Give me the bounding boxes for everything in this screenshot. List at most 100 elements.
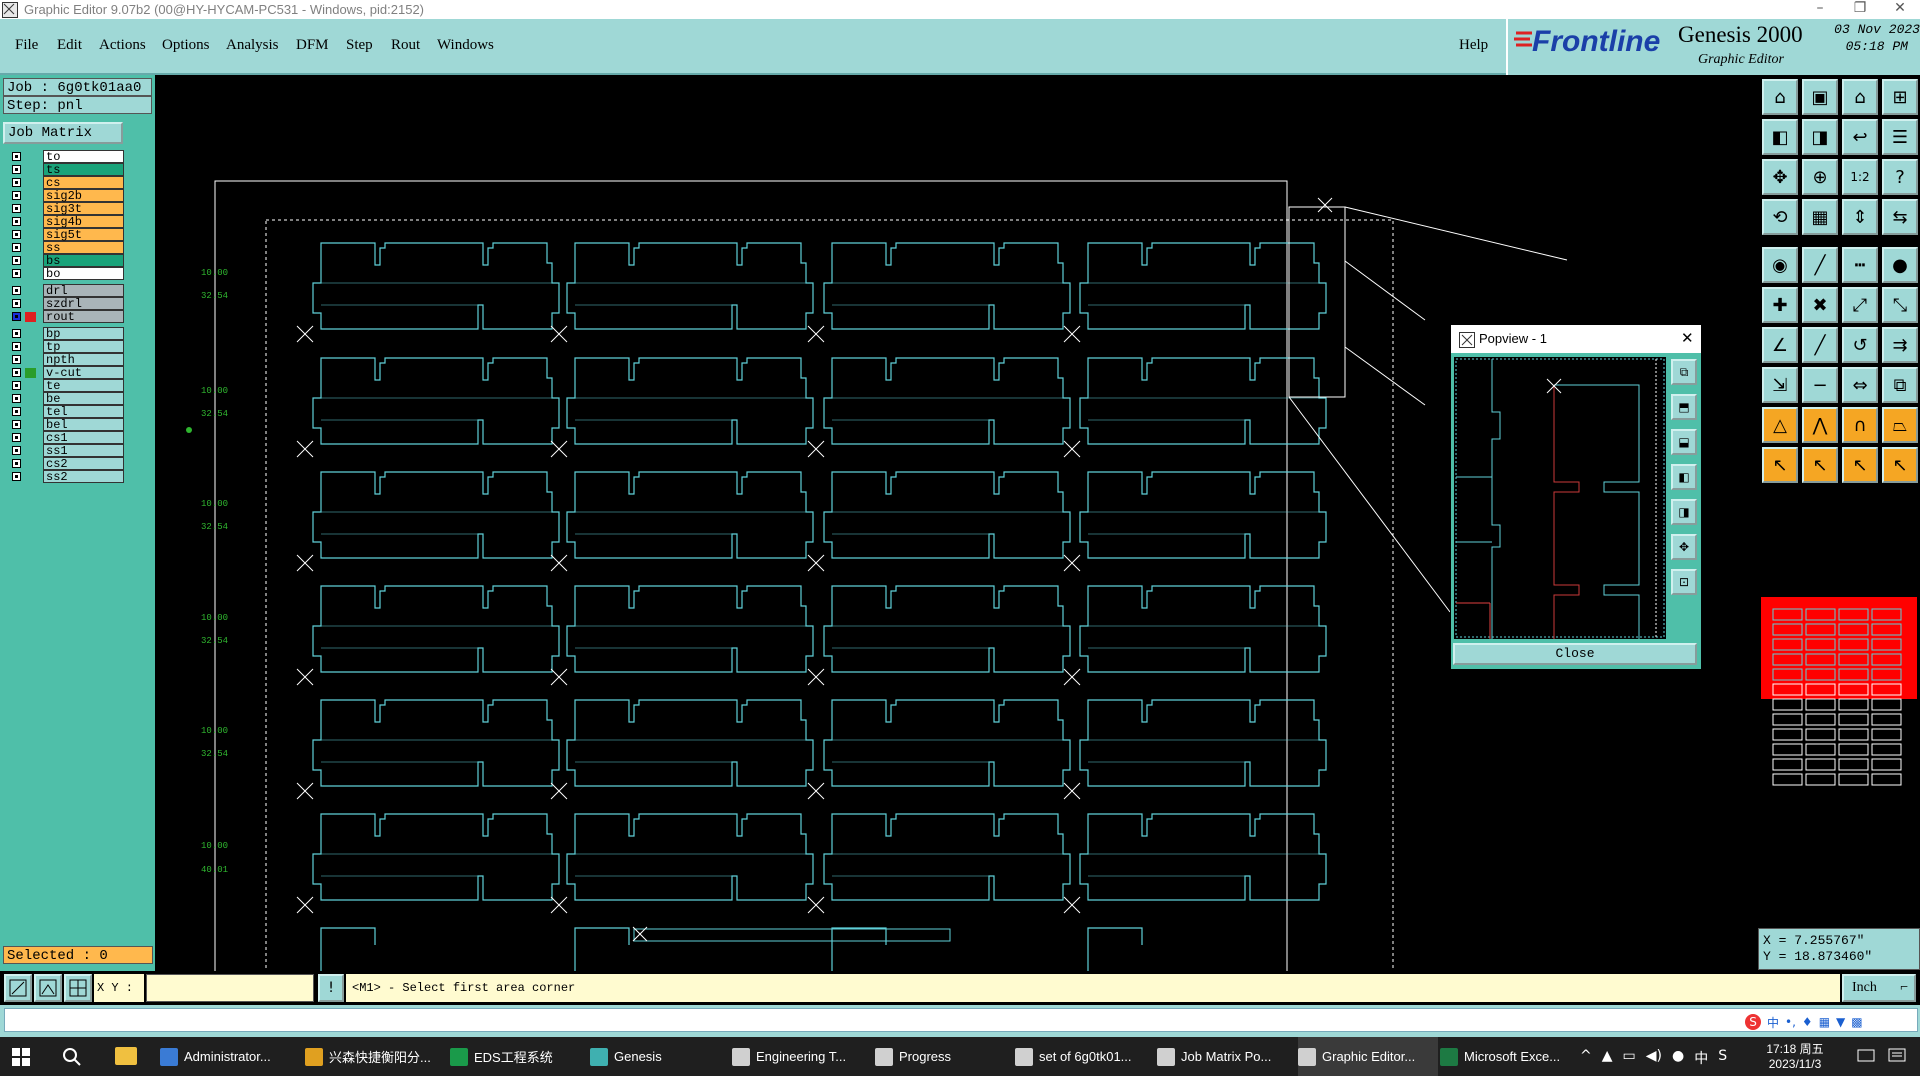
layer-checkbox[interactable] <box>12 217 21 226</box>
layer-name[interactable]: szdrl <box>43 297 124 311</box>
layer-checkbox[interactable] <box>12 243 21 252</box>
measure-icon[interactable]: ⇕ <box>1842 199 1878 235</box>
layer-row-szdrl[interactable]: szdrl <box>3 297 124 311</box>
minus-icon[interactable]: − <box>1802 367 1838 403</box>
layer-checkbox[interactable] <box>12 230 21 239</box>
menu-windows[interactable]: Windows <box>437 37 494 53</box>
layer-name[interactable]: sig5t <box>43 228 124 242</box>
layer-name[interactable]: cs <box>43 176 124 190</box>
taskbar-app[interactable]: Genesis <box>590 1037 730 1076</box>
menu-dfm[interactable]: DFM <box>296 37 329 53</box>
join-icon[interactable]: ⤡ <box>1882 287 1918 323</box>
layer-checkbox[interactable] <box>12 152 21 161</box>
layout-icon[interactable]: ☰ <box>1882 119 1918 155</box>
pad-icon[interactable]: ◉ <box>1762 247 1798 283</box>
layer-row-cs[interactable]: cs <box>3 176 124 190</box>
tray-network-icon[interactable]: ▭ <box>1622 1048 1636 1064</box>
menu-step[interactable]: Step <box>346 37 373 53</box>
grid-mode-icon[interactable] <box>64 974 92 1002</box>
move-icon[interactable]: ⇲ <box>1762 367 1798 403</box>
menu-analysis[interactable]: Analysis <box>226 37 279 53</box>
taskbar-app[interactable]: EDS工程系统 <box>450 1037 590 1076</box>
layer-checkbox[interactable] <box>12 407 21 416</box>
layer-checkbox[interactable] <box>12 342 21 351</box>
layer-row-bo[interactable]: bo <box>3 267 124 281</box>
popview-pan-down-icon[interactable]: ⬓ <box>1671 429 1697 455</box>
layer-checkbox[interactable] <box>12 165 21 174</box>
layer-name[interactable]: drl <box>43 284 124 298</box>
layer-row-cs1[interactable]: cs1 <box>3 431 124 445</box>
layer-name[interactable]: sig3t <box>43 202 124 216</box>
redraw-icon[interactable]: ⟲ <box>1762 199 1798 235</box>
taskbar-app[interactable]: Administrator... <box>160 1037 300 1076</box>
layer-checkbox[interactable] <box>12 420 21 429</box>
layer-name[interactable]: bel <box>43 418 124 432</box>
layer-checkbox[interactable] <box>12 256 21 265</box>
layer-checkbox[interactable] <box>12 178 21 187</box>
layer-checkbox[interactable] <box>12 299 21 308</box>
layer-name[interactable]: sig2b <box>43 189 124 203</box>
taskbar-app[interactable]: Progress <box>875 1037 1015 1076</box>
layer-name[interactable]: rout <box>43 310 124 324</box>
layer-name[interactable]: v-cut <box>43 366 124 380</box>
maximize-button[interactable]: ❐ <box>1853 0 1867 16</box>
layer-checkbox[interactable] <box>12 381 21 390</box>
layer-name[interactable]: ts <box>43 163 124 177</box>
layer-name[interactable]: ss1 <box>43 444 124 458</box>
taskbar-app[interactable]: Engineering T... <box>732 1037 872 1076</box>
popview-zoom-out-icon[interactable]: ⊡ <box>1671 569 1697 595</box>
layer-name[interactable]: te <box>43 379 124 393</box>
angle-icon[interactable]: ∠ <box>1762 327 1798 363</box>
popview-pan-left-icon[interactable]: ◧ <box>1671 464 1697 490</box>
layer-row-sig3t[interactable]: sig3t <box>3 202 124 216</box>
align-icon[interactable]: ⇉ <box>1882 327 1918 363</box>
scale-1to2-icon[interactable]: 1:2 <box>1842 159 1878 195</box>
triangle-icon[interactable]: △ <box>1762 407 1798 443</box>
select-plus-icon[interactable]: ↖ <box>1842 447 1878 483</box>
layer-name[interactable]: tel <box>43 405 124 419</box>
dot-icon[interactable]: ● <box>1882 247 1918 283</box>
layer-name[interactable]: tp <box>43 340 124 354</box>
layer-checkbox[interactable] <box>12 433 21 442</box>
close-window-button[interactable]: ✕ <box>1894 0 1906 16</box>
line-icon[interactable]: ╱ <box>1802 247 1838 283</box>
menu-rout[interactable]: Rout <box>391 37 421 53</box>
layer-checkbox[interactable] <box>12 312 21 321</box>
layer-row-rout[interactable]: rout <box>3 310 124 324</box>
menu-edit[interactable]: Edit <box>57 37 82 53</box>
select-orange-icon[interactable]: ↖ <box>1802 447 1838 483</box>
layer-checkbox[interactable] <box>12 191 21 200</box>
layer-checkbox[interactable] <box>12 446 21 455</box>
xy-input[interactable] <box>146 974 314 1002</box>
minimize-button[interactable]: – <box>1816 0 1824 16</box>
layer-name[interactable]: ss <box>43 241 124 255</box>
layer-checkbox[interactable] <box>12 459 21 468</box>
desktop-icon[interactable] <box>1857 1047 1875 1068</box>
measure-mode-icon[interactable] <box>34 974 62 1002</box>
layer-checkbox[interactable] <box>12 472 21 481</box>
layer-row-be[interactable]: be <box>3 392 124 406</box>
units-select[interactable]: Inch ⌐ <box>1842 974 1916 1002</box>
layer-checkbox[interactable] <box>12 269 21 278</box>
layer-name[interactable]: bp <box>43 327 124 341</box>
popview-close-icon[interactable]: ✕ <box>1681 329 1694 347</box>
menu-file[interactable]: File <box>15 37 39 53</box>
layer-row-npth[interactable]: npth <box>3 353 124 367</box>
layer-row-sig5t[interactable]: sig5t <box>3 228 124 242</box>
select-icon[interactable]: ↖ <box>1762 447 1798 483</box>
layer-row-drl[interactable]: drl <box>3 284 124 298</box>
resize-icon[interactable]: ⇔ <box>1842 367 1878 403</box>
snap-mode-icon[interactable] <box>4 974 32 1002</box>
overview-map[interactable] <box>1761 597 1917 802</box>
pan-right-icon[interactable]: ◨ <box>1802 119 1838 155</box>
layer-row-ss[interactable]: ss <box>3 241 124 255</box>
pan-left-icon[interactable]: ◧ <box>1762 119 1798 155</box>
job-matrix-button[interactable]: Job Matrix ... <box>3 122 123 159</box>
tray-sogou-icon[interactable]: S <box>1718 1048 1728 1064</box>
layer-row-te[interactable]: te <box>3 379 124 393</box>
info-icon[interactable]: ! <box>318 974 344 1002</box>
tray-app-icon[interactable]: ▲ <box>1601 1048 1613 1064</box>
layer-checkbox[interactable] <box>12 355 21 364</box>
layer-row-bp[interactable]: bp <box>3 327 124 341</box>
layer-checkbox[interactable] <box>12 329 21 338</box>
